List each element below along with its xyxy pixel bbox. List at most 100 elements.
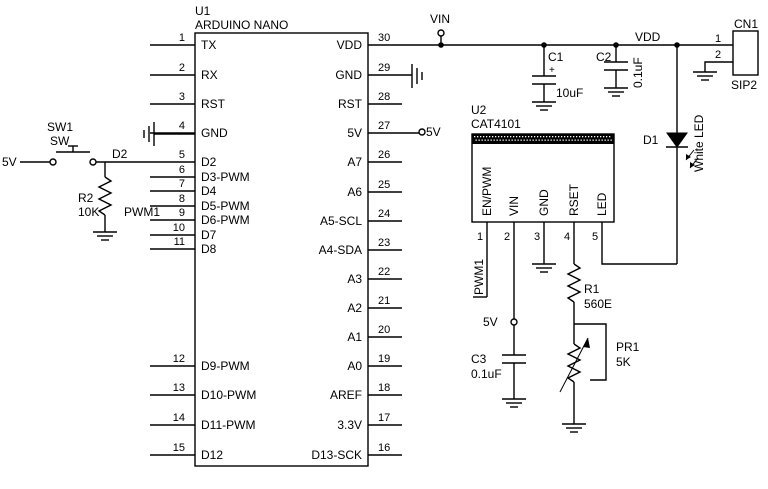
u1-pin-30-number: 30 [378,32,390,44]
u1-pin-24-number: 24 [378,208,390,220]
u1-pin-1-name: TX [201,38,216,52]
u2-pin-5-number: 5 [592,231,598,243]
cn1-body [732,30,759,76]
u1-pin-13-name: D10-PWM [201,388,256,402]
u1-pin-2-number: 2 [179,62,185,74]
u1-pin-14-number: 14 [173,412,185,424]
u1-pin-10-number: 10 [173,222,185,234]
sw1-5v-label: 5V [2,155,17,169]
u1-pin-15-number: 15 [173,442,185,454]
u1-pin-18-number: 18 [378,382,390,394]
u1-pin-4-number: 4 [179,120,185,132]
u1-pin-7-number: 7 [179,178,185,190]
c3-value: 0.1uF [471,367,502,381]
r2-value: 10K [78,205,99,219]
u1-pin-9-name: D6-PWM [201,213,250,227]
u1-pin-4-name: GND [201,126,228,140]
u1-pin-27-number: 27 [378,120,390,132]
r1-value: 560E [584,297,612,311]
u2-part: CAT4101 [471,117,521,131]
net-pwm1-left-label: PWM1 [124,205,160,219]
u1-pin-12-name: D9-PWM [201,359,250,373]
u2-pin-1-name: EN/PWM [480,167,494,216]
pr1-value: 5K [616,355,631,369]
u2-pin-3-number: 3 [534,231,540,243]
u1-pin-11-number: 11 [174,236,185,248]
u1-pin-19-number: 19 [378,353,390,365]
c1-polarity: + [549,65,555,76]
u2-pin-2-name: VIN [507,196,521,216]
u1-pin-25-number: 25 [378,179,390,191]
u1-pin-21-name: A2 [347,301,362,315]
u1-pin-9-number: 9 [179,207,185,219]
c2-capacitor: C2 0.1uF [596,45,645,97]
u1-pin-20-number: 20 [378,324,390,336]
u2-pin-3-name: GND [537,189,551,216]
u2-pin-1-number: 1 [477,231,483,243]
u1-pin4-ground-symbol [143,122,155,146]
u2-pin-4-name: RSET [567,183,581,216]
d1-triangle [666,132,688,148]
u1-pin-12-number: 12 [173,353,185,365]
u2-header-pattern [474,136,612,141]
u2-ref: U2 [471,103,487,117]
u1-pin-7-name: D4 [201,184,217,198]
u1-pin-27-name: 5V [347,126,362,140]
sw1-type: SW [50,134,70,148]
c3-capacitor: 5V C3 0.1uF [471,315,526,408]
sw1-contact-left [49,158,57,166]
pr1-ref: PR1 [616,340,640,354]
cn1-connector: CN1 SIP2 1 2 [693,17,759,92]
u1-pin-26-number: 26 [378,149,390,161]
u1-pin-24-name: A5-SCL [320,214,362,228]
u1-pin-10-name: D7 [201,228,217,242]
u1-pin-29-name: GND [335,68,362,82]
cn1-ref: CN1 [734,17,758,31]
u1-pin-11-name: D8 [201,242,217,256]
vin-terminal [437,29,445,37]
u1-pin-22-name: A3 [347,272,362,286]
u1-pin-5-number: 5 [179,149,185,161]
u1-pin-30-name: VDD [337,38,363,52]
pr1-potentiometer: PR1 5K [559,323,640,433]
u1-pin-1-number: 1 [179,32,185,44]
c3-ref: C3 [471,352,487,366]
u1-pin-23-number: 23 [378,237,390,249]
u1-pin-2-name: RX [201,68,218,82]
u2-pin-2-number: 2 [504,231,510,243]
sw1-ref: SW1 [47,120,73,134]
led-return-wire [601,222,677,265]
u1-pin-19-name: A0 [347,359,362,373]
u1-pin-28-number: 28 [378,91,390,103]
u1-pin-8-name: D5-PWM [201,199,250,213]
u1-5v-terminal [418,128,426,136]
r1-ref: R1 [584,282,600,296]
net-pwm1-u2-label: PWM1 [472,259,486,295]
u1-pin-29-number: 29 [378,62,390,74]
cn1-pin2-num: 2 [715,49,721,61]
sw1-contact-right [89,158,97,166]
u1-pin-28-name: RST [338,97,363,111]
u1-pin-16-name: D13-SCK [311,448,362,462]
u1-pin-16-number: 16 [378,442,390,454]
u2-pin-5-name: LED [595,192,609,216]
r2-ref: R2 [78,191,94,205]
net-vdd-label: VDD [635,30,661,44]
u2-header-bar [472,134,614,144]
u1-pin-5-name: D2 [201,155,217,169]
u1-pin-26-name: A7 [347,155,362,169]
d1-value: White LED [692,114,706,172]
u1-pin-22-number: 22 [378,266,390,278]
c3-5v-terminal [510,318,518,326]
u1-right-pins: 30VDD29GND28RST275V26A725A624A5-SCL23A4-… [311,32,419,462]
net-d2-label: D2 [112,147,128,161]
u1-5v-label: 5V [426,125,441,139]
u1-pin29-ground-symbol [411,64,423,88]
u1-pin-21-number: 21 [378,295,390,307]
u1-pin-14-name: D11-PWM [201,418,255,432]
